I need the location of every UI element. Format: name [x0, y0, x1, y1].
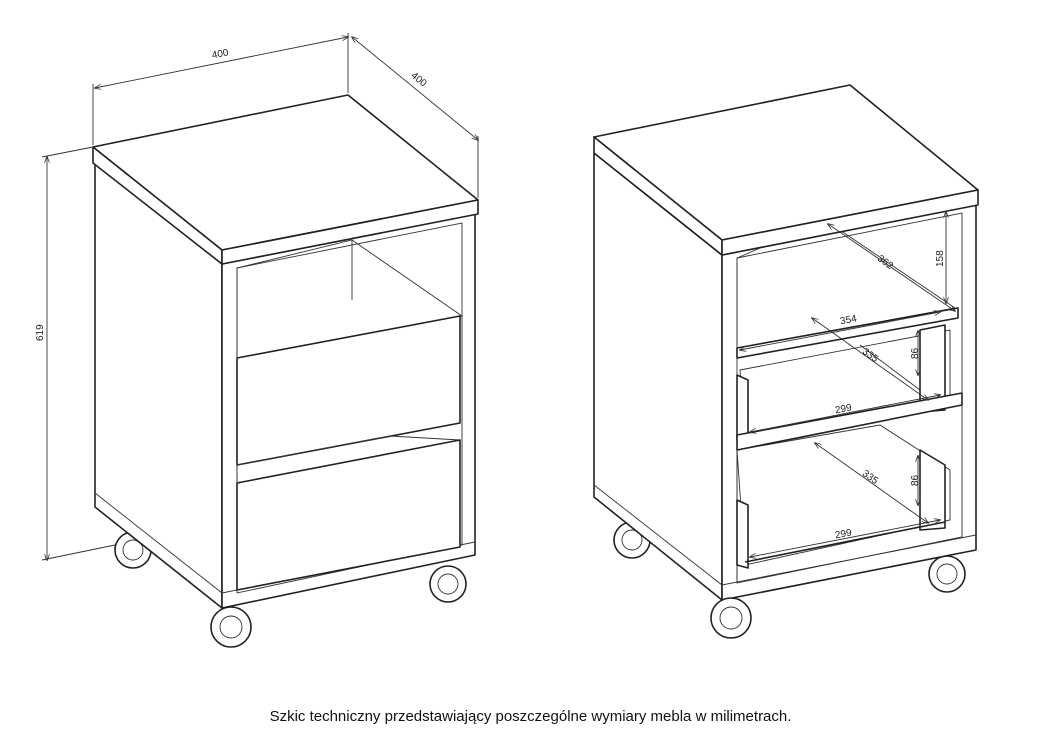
drawer-front-2 — [236, 439, 461, 591]
drawer-width-dimension: 299 — [834, 402, 853, 416]
height-dimension: 619 — [35, 324, 46, 341]
opening-height-dimension: 158 — [935, 250, 946, 267]
right-cabinet: 362 158 354 335 86 299 335 86 299 — [593, 84, 979, 639]
drawer-height-dimension: 86 — [910, 347, 921, 359]
caster-wheel — [210, 606, 252, 648]
depth-dimension: 400 — [409, 70, 429, 89]
drawer-front-1 — [236, 315, 461, 466]
left-cabinet: 400 400 619 — [35, 33, 478, 648]
caption: Szkic techniczny przedstawiający poszcze… — [269, 708, 792, 725]
width-dimension: 400 — [211, 47, 230, 61]
technical-drawing: 400 400 619 — [35, 33, 979, 648]
caster-wheel — [710, 597, 752, 639]
drawer-height-dimension: 86 — [910, 474, 921, 486]
shelf-width-dimension: 354 — [839, 313, 858, 327]
drawer-width-dimension: 299 — [834, 527, 853, 541]
